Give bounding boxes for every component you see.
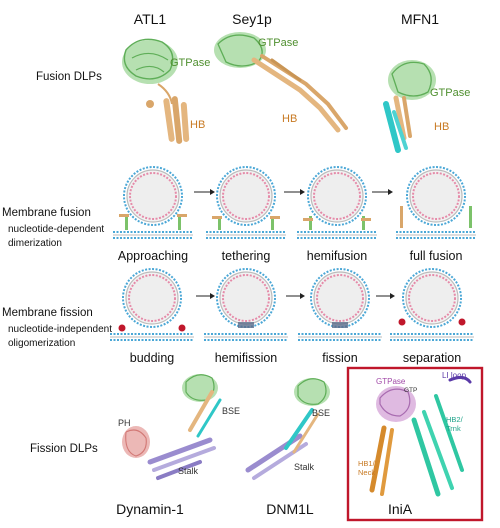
sey1p-gtpase-label: GTPase	[258, 37, 298, 49]
dnm1l-structure	[245, 378, 330, 480]
fusion-sub-line-2: dimerization	[8, 238, 62, 249]
inia-hb2-line-1: HB2/	[446, 415, 464, 424]
fission-panel-2	[298, 268, 382, 341]
fission-panel-3	[390, 268, 474, 341]
dynamin-structure	[122, 374, 222, 480]
fusion-sub-line-1: nucleotide-dependent	[8, 224, 104, 235]
fission-panel-0	[110, 268, 194, 341]
inia-gtp-label: GTP	[404, 387, 417, 394]
atl1-hb-label: HB	[190, 119, 205, 131]
fission-sub-line-2: oligomerization	[8, 338, 75, 349]
dnm1l-title: DNM1L	[266, 501, 314, 517]
fusion-panel-0	[113, 166, 193, 239]
fusion-stage-hemifusion: hemifusion	[307, 249, 367, 263]
inia-title: IniA	[388, 501, 413, 517]
inia-hb1-line-2: Neck	[358, 468, 375, 477]
inia-hb1-line-1: HB1/	[358, 459, 376, 468]
inia-gtpase-label: GTPase	[376, 377, 406, 386]
inia-highlight-box	[346, 366, 484, 522]
dnm1l-stalk-label: Stalk	[294, 462, 315, 472]
fission-panel-1	[204, 268, 288, 341]
mfn1-gtpase-label: GTPase	[430, 87, 470, 99]
fusion-stage-approaching: Approaching	[118, 249, 188, 263]
fission-stage-fission: fission	[322, 351, 357, 365]
fusion-panel-1	[206, 166, 286, 239]
protein-title-atl1: ATL1	[134, 11, 167, 27]
protein-title-mfn1: MFN1	[401, 11, 439, 27]
dynamin-stalk-label: Stalk	[178, 466, 199, 476]
fusion-stage-tethering: tethering	[222, 249, 271, 263]
dnm1l-bse-label: BSE	[312, 408, 330, 418]
fusion-panel-2	[297, 166, 377, 239]
fission-arrows	[196, 293, 395, 299]
fusion-stage-full-fusion: full fusion	[410, 249, 463, 263]
sey1p-hb-label: HB	[282, 113, 297, 125]
dynamin-bse-label: BSE	[222, 406, 240, 416]
fission-sub-line-1: nucleotide-independent	[8, 324, 112, 335]
fission-stage-budding: budding	[130, 351, 175, 365]
mfn1-hb-label: HB	[434, 121, 449, 133]
mfn1-structure	[383, 60, 436, 153]
row-label-fission-dlps: Fission DLPs	[30, 443, 98, 455]
fission-membrane-panels	[110, 268, 474, 341]
row-label-membrane-fission: Membrane fission	[2, 307, 93, 319]
protein-title-sey1p: Sey1p	[232, 11, 272, 27]
sey1p-structure	[214, 32, 348, 133]
atl1-gtpase-label: GTPase	[170, 57, 210, 69]
row-label-fusion-dlps: Fusion DLPs	[36, 71, 102, 83]
fission-stage-separation: separation	[403, 351, 461, 365]
dynamin-ph-label: PH	[118, 418, 131, 428]
inia-li-loop-label: LI loop	[442, 371, 467, 380]
fusion-arrows	[194, 189, 393, 195]
fission-stage-hemifission: hemifission	[215, 351, 278, 365]
inia-hb2-line-2: Trnk	[446, 424, 461, 433]
fusion-membrane-panels	[113, 166, 476, 239]
dynamin-title: Dynamin-1	[116, 501, 184, 517]
row-label-membrane-fusion: Membrane fusion	[2, 207, 91, 219]
inia-structure	[369, 375, 472, 497]
atl1-structure	[122, 38, 190, 144]
fusion-panel-3	[396, 166, 476, 239]
